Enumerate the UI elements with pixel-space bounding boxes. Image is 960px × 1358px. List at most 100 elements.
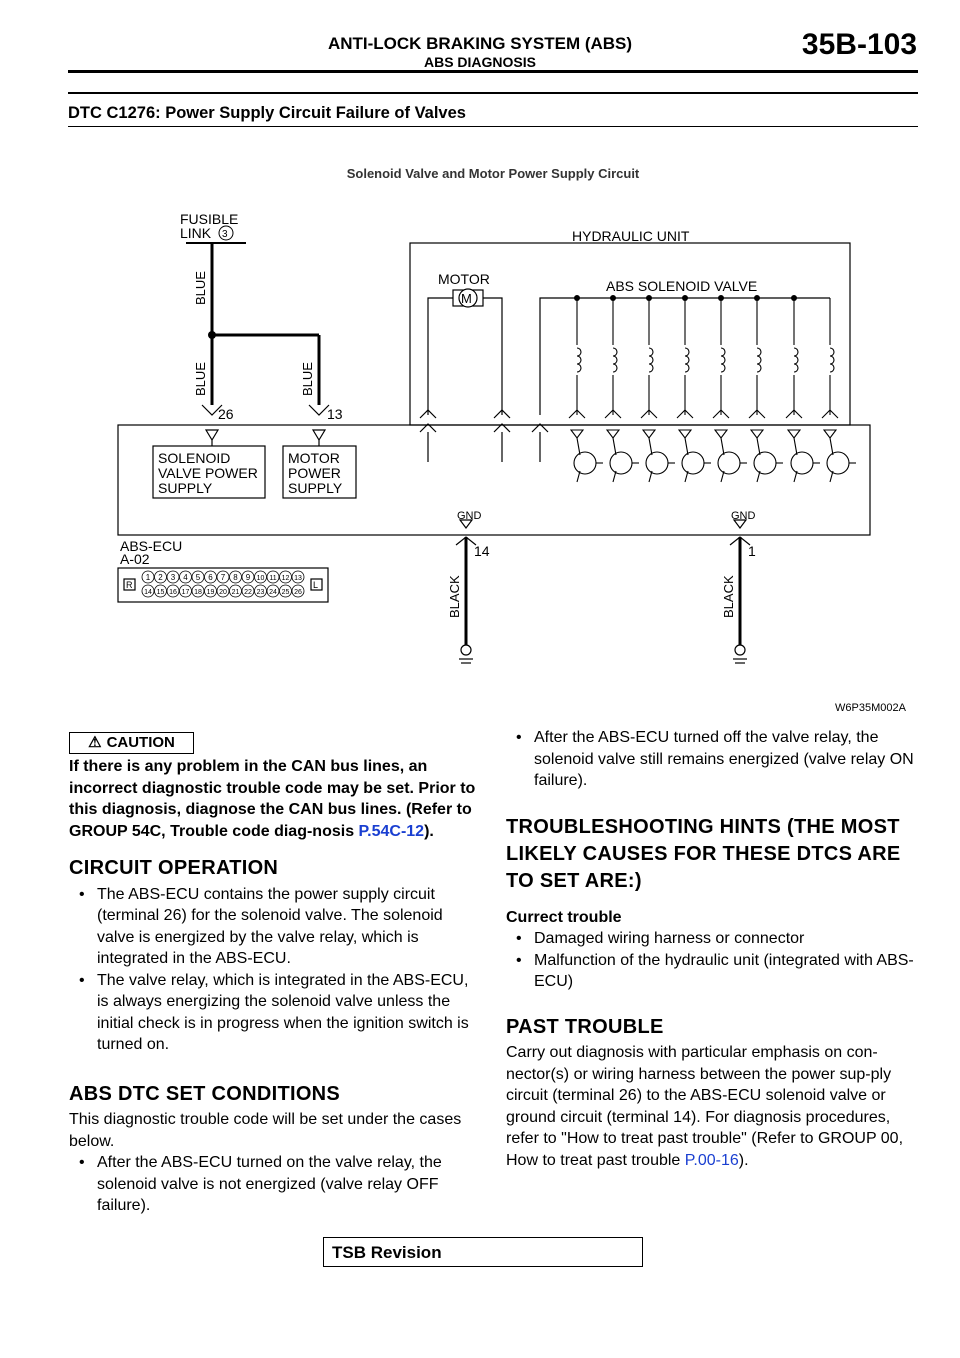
fusible-link-number: 3	[222, 229, 228, 240]
connector-pin	[191, 570, 205, 584]
connector-pin-label: 12	[282, 575, 290, 582]
motor-symbol: M	[461, 291, 472, 306]
section-rule-top	[68, 92, 918, 94]
page-number: 35B-103	[801, 28, 917, 61]
fusible-link-label: FUSIBLE	[180, 211, 238, 227]
caution-label: CAUTION	[106, 734, 175, 752]
left-column: ⚠ CAUTION If there is any problem in the…	[69, 732, 479, 1217]
hints-heading: TROUBLESHOOTING HINTS (THE MOST LIKELY C…	[506, 815, 901, 892]
set-conditions-heading: ABS DTC SET CONDITIONS	[69, 1082, 341, 1105]
circuit-diagram: FUSIBLE LINK 3 HYDRAULIC UNIT MOTOR M AB…	[117, 211, 907, 714]
connector-pin-label: 14	[144, 589, 152, 596]
section-rule-bottom	[68, 126, 918, 127]
motor-box-line2: POWER	[288, 465, 341, 481]
list-item: Damaged wiring harness or connector	[506, 928, 916, 950]
dtc-title: DTC C1276: Power Supply Circuit Failure …	[68, 104, 466, 122]
solenoid-box-line1: SOLENOID	[158, 450, 230, 466]
connector-pin	[154, 584, 167, 598]
pin-13-label: 13	[327, 406, 343, 422]
connector-pin-label: 13	[294, 575, 302, 582]
past-trouble-link[interactable]: P.00-16	[684, 1151, 739, 1169]
past-trouble-heading: PAST TROUBLE	[506, 1015, 664, 1038]
wire-blue-1: BLUE	[193, 271, 208, 305]
connector-pin-label: 17	[182, 589, 190, 596]
solenoid-box-line2: VALVE POWER	[158, 465, 258, 481]
connector-pin	[191, 584, 205, 598]
fusible-link-label-2: LINK	[180, 225, 212, 241]
set-conditions-intro: This diagnostic trouble code will be set…	[69, 1111, 462, 1150]
connector-pin	[254, 570, 267, 584]
connector-pin	[266, 570, 280, 584]
connector-pin-label: 21	[232, 589, 240, 596]
connector-pin	[216, 584, 230, 598]
connector-pin-label: 1	[146, 573, 151, 582]
right-column: After the ABS-ECU turned off the valve r…	[506, 727, 916, 1171]
connector-pin	[179, 570, 192, 584]
header-rule	[68, 70, 918, 73]
connector-pin-label: 8	[233, 573, 238, 582]
gnd-label-right: GND	[731, 510, 756, 522]
diagram-title: Solenoid Valve and Motor Power Supply Ci…	[346, 166, 640, 181]
wire-blue-3: BLUE	[300, 362, 315, 396]
connector-pin	[229, 570, 242, 584]
connector-pin-label: 3	[171, 573, 176, 582]
caution-link[interactable]: P.54C-12	[358, 822, 425, 840]
solenoid-valve-label: ABS SOLENOID VALVE	[606, 278, 757, 294]
connector-pin-label: 22	[244, 589, 252, 596]
connector-pin-label: 9	[246, 573, 251, 582]
list-item: The ABS-ECU contains the power supply ci…	[69, 884, 479, 970]
hydraulic-unit-label: HYDRAULIC UNIT	[572, 228, 690, 244]
wire-blue-2: BLUE	[193, 362, 208, 396]
connector-l: L	[313, 580, 318, 590]
connector-pin	[166, 570, 180, 584]
connector-pin	[216, 570, 230, 584]
caution-text: If there is any problem in the CAN bus l…	[69, 758, 476, 840]
connector-pin-label: 7	[221, 573, 226, 582]
connector-pin	[241, 570, 255, 584]
connector-pin	[279, 584, 292, 598]
list-item: After the ABS-ECU turned on the valve re…	[69, 1152, 479, 1217]
set-conditions-list-cont: After the ABS-ECU turned off the valve r…	[506, 727, 916, 792]
list-item: Malfunction of the hydraulic unit (integ…	[506, 950, 916, 993]
set-conditions-list: After the ABS-ECU turned on the valve re…	[69, 1152, 479, 1217]
connector-pin	[279, 570, 292, 584]
connector-pin	[204, 570, 217, 584]
past-trouble-text: Carry out diagnosis with particular emph…	[506, 1044, 904, 1169]
circuit-operation-list: The ABS-ECU contains the power supply ci…	[69, 884, 479, 1056]
connector-pin-label: 5	[196, 573, 201, 582]
connector-pin	[291, 570, 305, 584]
pin-14-label: 14	[474, 543, 490, 559]
connector-label: A-02	[120, 551, 150, 567]
connector-pin-label: 18	[194, 589, 202, 596]
motor-box-line3: SUPPLY	[288, 480, 343, 496]
connector-pin	[241, 584, 255, 598]
pin-1-label: 1	[748, 543, 756, 559]
manual-title: ANTI-LOCK BRAKING SYSTEM (ABS)	[327, 34, 633, 53]
hints-list: Damaged wiring harness or connector Malf…	[506, 928, 916, 993]
connector-pin-label: 10	[257, 575, 265, 582]
connector-pin-label: 11	[269, 575, 276, 582]
connector-pin-label: 15	[157, 589, 165, 596]
pin-26-label: 26	[218, 406, 234, 422]
connector-pin-label: 25	[282, 589, 290, 596]
hints-subheading: Currect trouble	[506, 908, 622, 926]
motor-box-line1: MOTOR	[288, 450, 340, 466]
list-item: The valve relay, which is integrated in …	[69, 970, 479, 1056]
manual-subtitle: ABS DIAGNOSIS	[423, 54, 536, 70]
connector-pin	[141, 570, 155, 584]
connector-pin	[166, 584, 180, 598]
wire-black-2: BLACK	[721, 575, 736, 618]
connector-pin-label: 19	[207, 589, 215, 596]
connector-pin	[254, 584, 267, 598]
list-item: After the ABS-ECU turned off the valve r…	[506, 727, 916, 792]
tsb-revision-box: TSB Revision	[323, 1237, 643, 1267]
connector-pin-label: 16	[169, 589, 177, 596]
solenoid-box-line3: SUPPLY	[158, 480, 213, 496]
connector-pin	[141, 584, 155, 598]
connector-pin	[266, 584, 280, 598]
motor-label: MOTOR	[438, 271, 490, 287]
ecu-label: ABS-ECU	[120, 538, 182, 554]
connector-pin	[291, 584, 305, 598]
connector-pin-label: 20	[219, 589, 227, 596]
connector-pin	[179, 584, 192, 598]
